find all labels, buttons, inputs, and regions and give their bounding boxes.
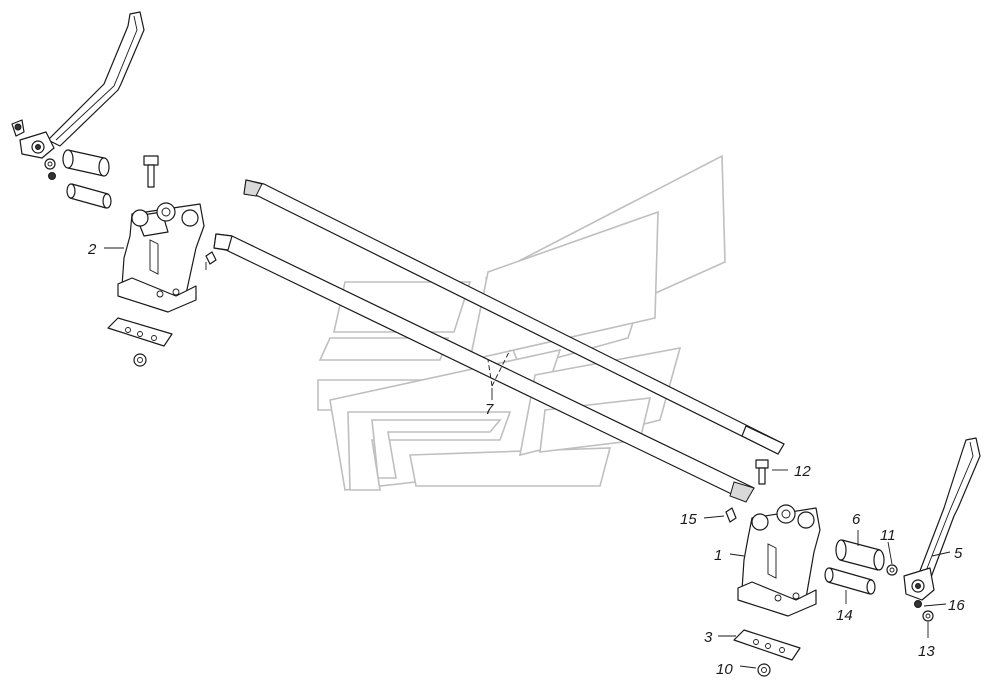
left-split-pin (205, 251, 217, 270)
callout-6: 6 (852, 511, 861, 528)
callout-16: 16 (948, 597, 965, 614)
left-nut (133, 353, 147, 367)
left-plate (107, 317, 173, 347)
left-lever-nut (44, 158, 56, 180)
callout-3: 3 (704, 629, 713, 646)
right-lever-nut (914, 600, 922, 608)
left-pin-lower (66, 183, 112, 209)
left-bracket (117, 202, 205, 313)
right-plate (733, 629, 801, 661)
right-lock-nut (922, 610, 934, 622)
right-pin (824, 567, 876, 595)
callout-5: 5 (954, 545, 963, 562)
callout-11: 11 (880, 527, 896, 544)
left-bushing-upper (62, 149, 110, 177)
callout-1: 1 (714, 547, 722, 564)
callout-14: 14 (836, 607, 853, 624)
right-split-pin (725, 507, 737, 523)
callout-15: 15 (680, 511, 697, 528)
callout-10: 10 (716, 661, 733, 678)
left-lever (11, 11, 145, 159)
right-bolt (755, 459, 769, 485)
right-bracket (737, 504, 821, 617)
right-bushing (835, 539, 885, 571)
callout-7: 7 (485, 401, 494, 418)
right-nut (757, 663, 771, 677)
leader-lines (104, 247, 951, 669)
callout-12: 12 (794, 463, 811, 480)
callout-13: 13 (918, 643, 935, 660)
right-lever (903, 437, 981, 601)
watermark-logo (317, 154, 726, 491)
right-washer (886, 564, 898, 576)
callout-2: 2 (87, 241, 97, 258)
left-bolt (143, 155, 159, 188)
lower-rod (213, 233, 755, 503)
upper-rod (243, 179, 785, 455)
